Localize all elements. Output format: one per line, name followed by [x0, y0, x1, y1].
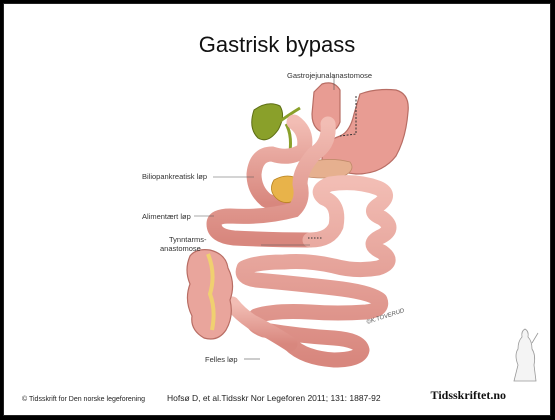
label-gastrojejunalanastomose: Gastrojejunalanastomose	[287, 71, 372, 80]
label-biliopankreatisk-lop: Biliopankreatisk løp	[142, 172, 207, 181]
citation-text: Hofsø D, et al.Tidsskr Nor Legeforen 201…	[167, 393, 381, 403]
slide: Gastrisk bypass	[3, 3, 551, 416]
label-alimentaert-lop: Alimentært løp	[142, 212, 191, 221]
label-anastomose: anastomose	[160, 244, 201, 253]
statue-logo-icon	[510, 325, 540, 385]
label-felles-lop: Felles løp	[205, 355, 238, 364]
tidsskriftet-logo: Tidsskriftet.no	[431, 388, 506, 403]
label-tynntarms: Tynntarms-	[169, 235, 207, 244]
copyright-text: © Tidsskrift for Den norske legeforening	[22, 396, 145, 403]
gastric-bypass-illustration	[4, 4, 551, 416]
